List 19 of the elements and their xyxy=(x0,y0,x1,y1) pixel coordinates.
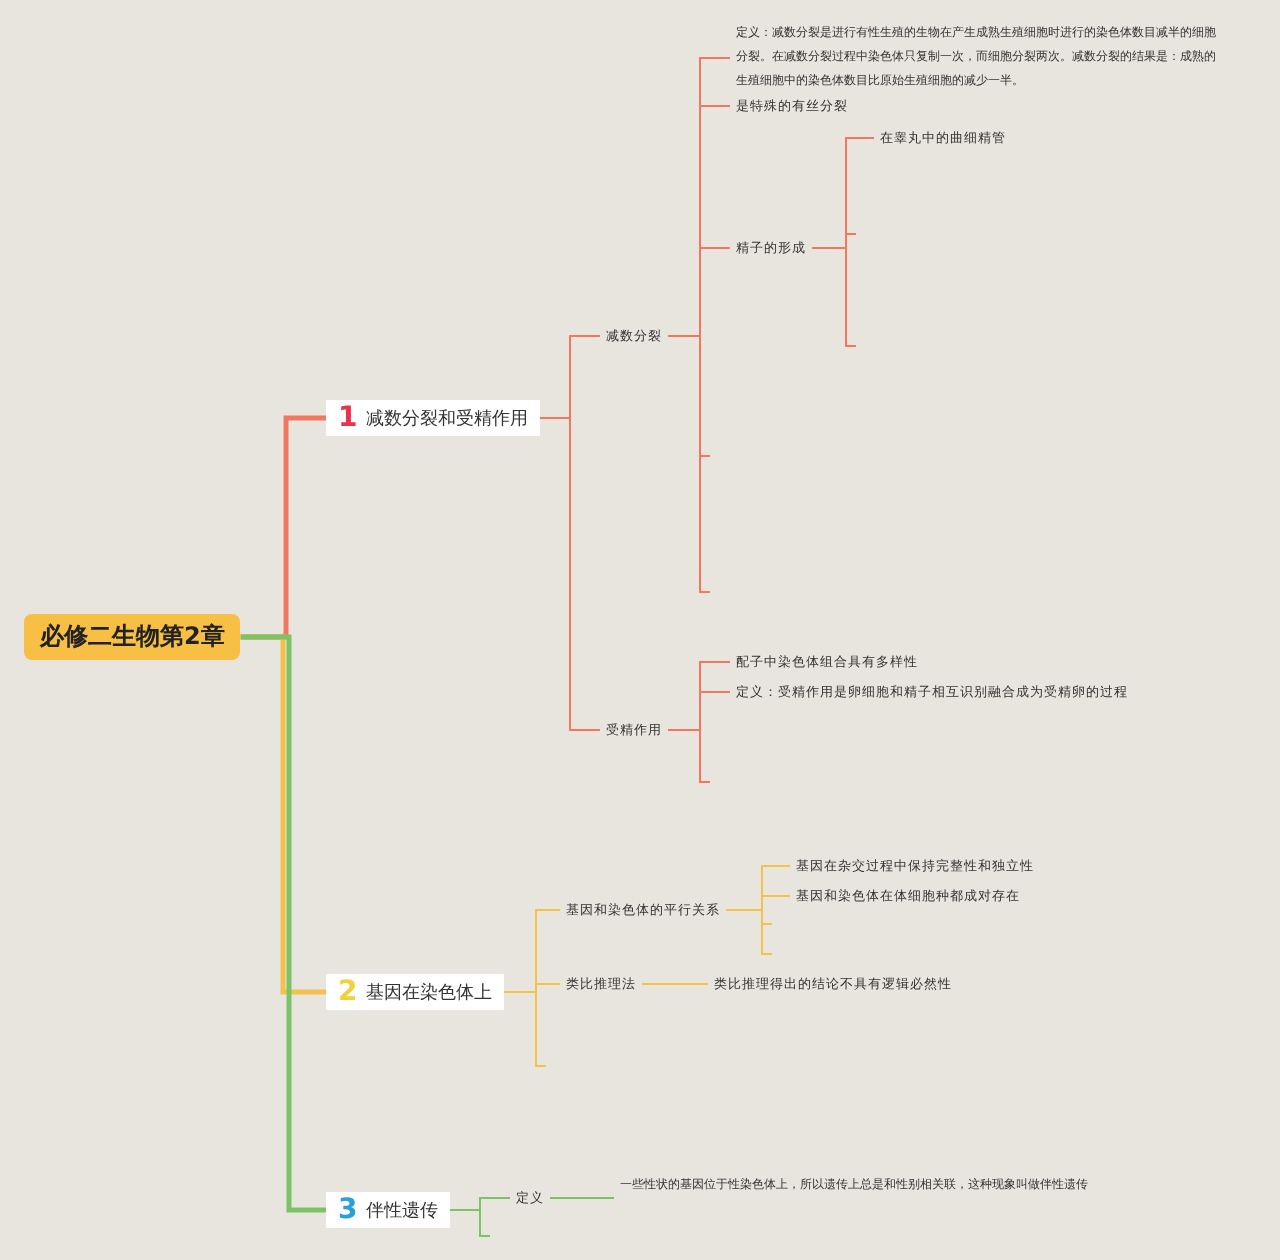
branch-line xyxy=(811,137,875,249)
topic-number: 1 xyxy=(338,402,358,434)
branch-line xyxy=(538,417,601,731)
branch-line xyxy=(448,1197,511,1211)
branch-line xyxy=(725,895,791,911)
topic-box xyxy=(326,400,540,436)
branch-line xyxy=(502,983,561,993)
topic-number: 3 xyxy=(338,1194,358,1226)
topic-box xyxy=(326,1192,450,1228)
topic-title: 基因在染色体上 xyxy=(365,981,492,1005)
topic-title: 伴性遗传 xyxy=(365,1199,438,1223)
branch-line xyxy=(667,691,731,731)
branch-line xyxy=(641,983,709,985)
topic-number: 2 xyxy=(338,976,358,1008)
topic-box xyxy=(326,974,504,1010)
branch-line xyxy=(549,1197,615,1199)
branch-line xyxy=(240,634,326,1213)
topic-title: 减数分裂和受精作用 xyxy=(365,407,528,431)
root-topic-box: 必修二生物第2章 xyxy=(24,614,241,660)
